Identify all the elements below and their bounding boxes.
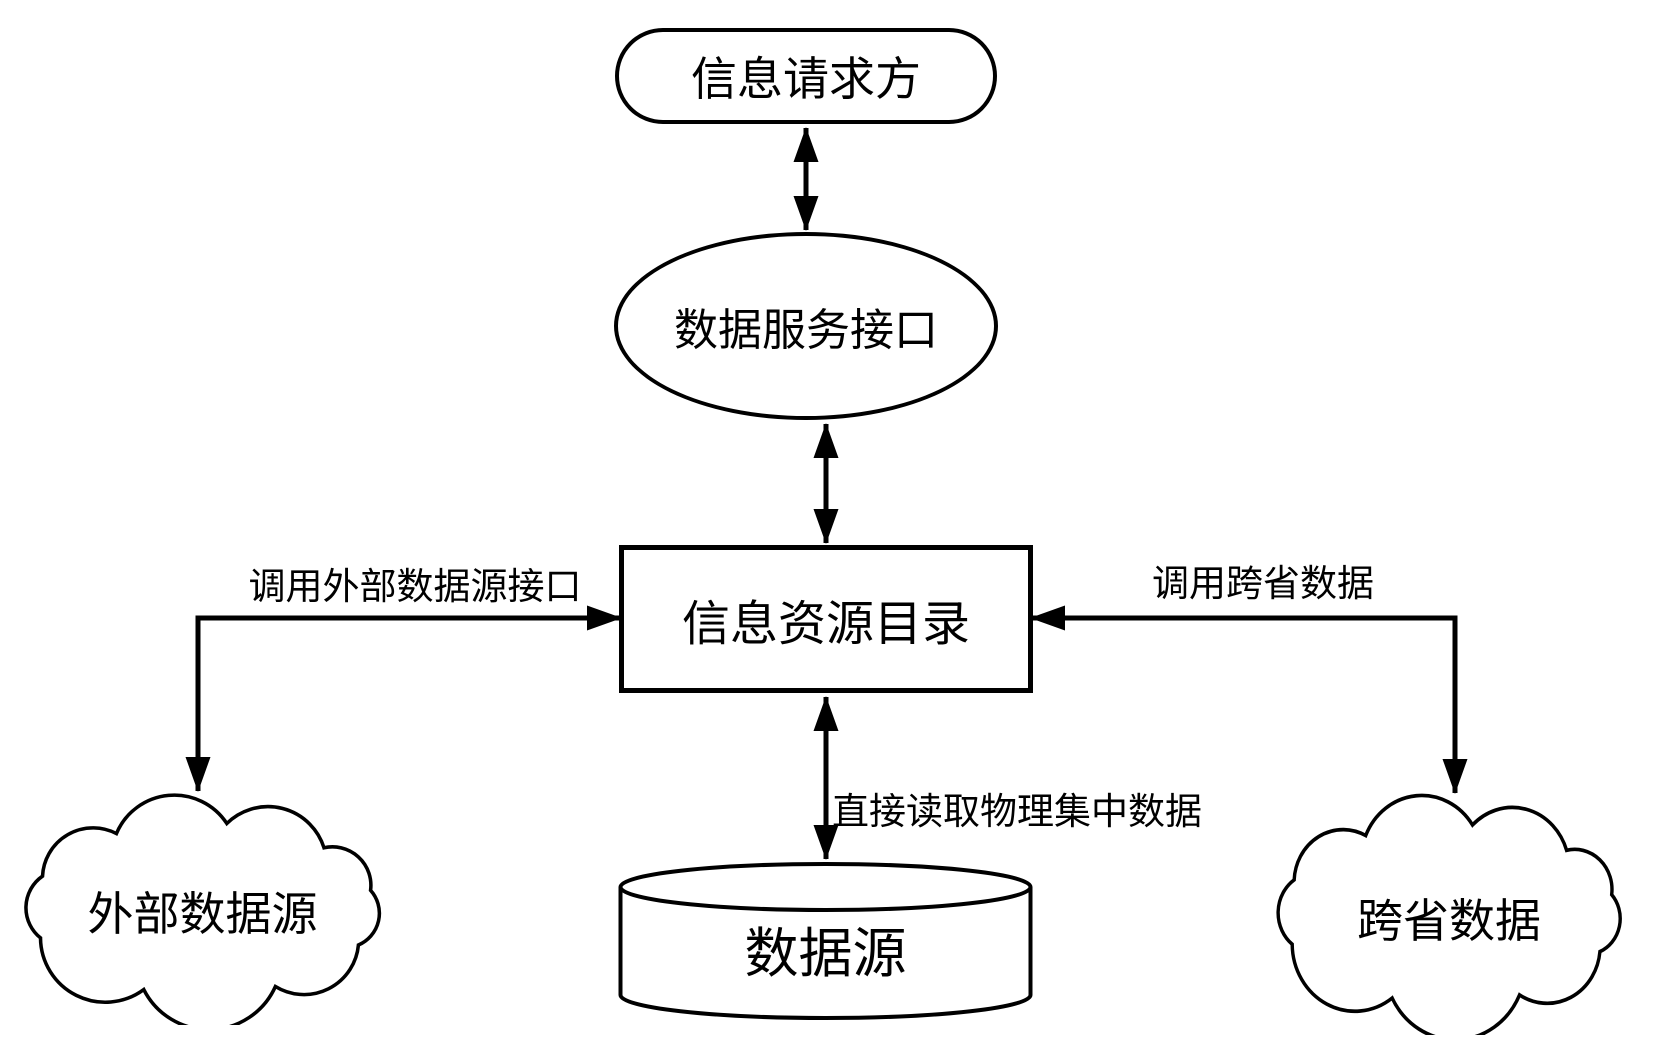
edge-label-call-cross-province: 调用跨省数据 bbox=[1152, 563, 1374, 604]
node-resource-catalog: 信息资源目录 bbox=[619, 545, 1033, 693]
node-cross-province-data-label: 跨省数据 bbox=[1357, 895, 1541, 947]
edge-external-catalog bbox=[185, 605, 622, 792]
cloud-shape bbox=[24, 793, 382, 1025]
node-cross-province-data: 跨省数据 bbox=[1253, 787, 1645, 1035]
cloud-outline bbox=[1276, 793, 1622, 1035]
node-external-data-source-label: 外部数据源 bbox=[87, 888, 318, 940]
cylinder-shape bbox=[618, 862, 1033, 1020]
node-data-source-label: 数据源 bbox=[744, 923, 907, 984]
node-resource-catalog-label: 信息资源目录 bbox=[681, 598, 970, 651]
node-service-interface-label: 数据服务接口 bbox=[674, 306, 938, 355]
edge-cross-catalog bbox=[1030, 605, 1468, 794]
node-service-interface: 数据服务接口 bbox=[614, 232, 998, 420]
edge-label-direct-read: 直接读取物理集中数据 bbox=[832, 791, 1202, 832]
node-external-data-source: 外部数据源 bbox=[0, 787, 405, 1025]
node-data-source: 数据源 bbox=[618, 861, 1033, 1021]
cloud-outline bbox=[24, 793, 382, 1025]
edge-label-call-external-source: 调用外部数据源接口 bbox=[248, 566, 582, 607]
cylinder-top bbox=[618, 862, 1033, 912]
cylinder-body bbox=[618, 887, 1033, 1020]
node-requester: 信息请求方 bbox=[615, 28, 997, 124]
cloud-shape bbox=[1276, 793, 1622, 1035]
node-requester-label: 信息请求方 bbox=[691, 53, 921, 105]
